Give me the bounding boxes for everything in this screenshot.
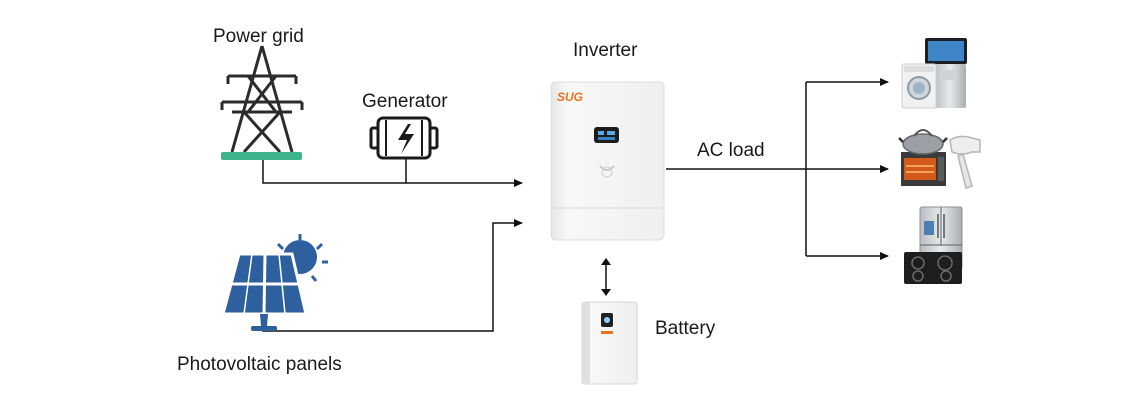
power-tower-icon — [220, 45, 304, 160]
tower-base — [221, 152, 302, 160]
solar-panel-icon — [221, 234, 328, 331]
photovoltaic-label: Photovoltaic panels — [177, 354, 342, 375]
inverter-device: SUG — [550, 81, 665, 241]
pv-to-inverter-line — [262, 219, 523, 332]
inverter-display — [594, 127, 619, 143]
inverter-label: Inverter — [573, 40, 638, 61]
ac-load-label: AC load — [697, 140, 765, 161]
kitchen-appliances-icon — [898, 129, 981, 189]
generator-icon — [369, 116, 439, 160]
refrigerator-icon — [904, 206, 963, 284]
inverter-brand-logo: SUG — [557, 90, 583, 104]
battery-link-arrows — [601, 258, 611, 296]
appliances-icon — [901, 38, 967, 109]
generator-label: Generator — [362, 91, 448, 112]
connection-lines — [262, 78, 889, 332]
power-grid-label: Power grid — [213, 26, 304, 47]
battery-device — [581, 301, 638, 385]
battery-label: Battery — [655, 318, 716, 339]
grid-to-inverter-line — [262, 158, 523, 187]
